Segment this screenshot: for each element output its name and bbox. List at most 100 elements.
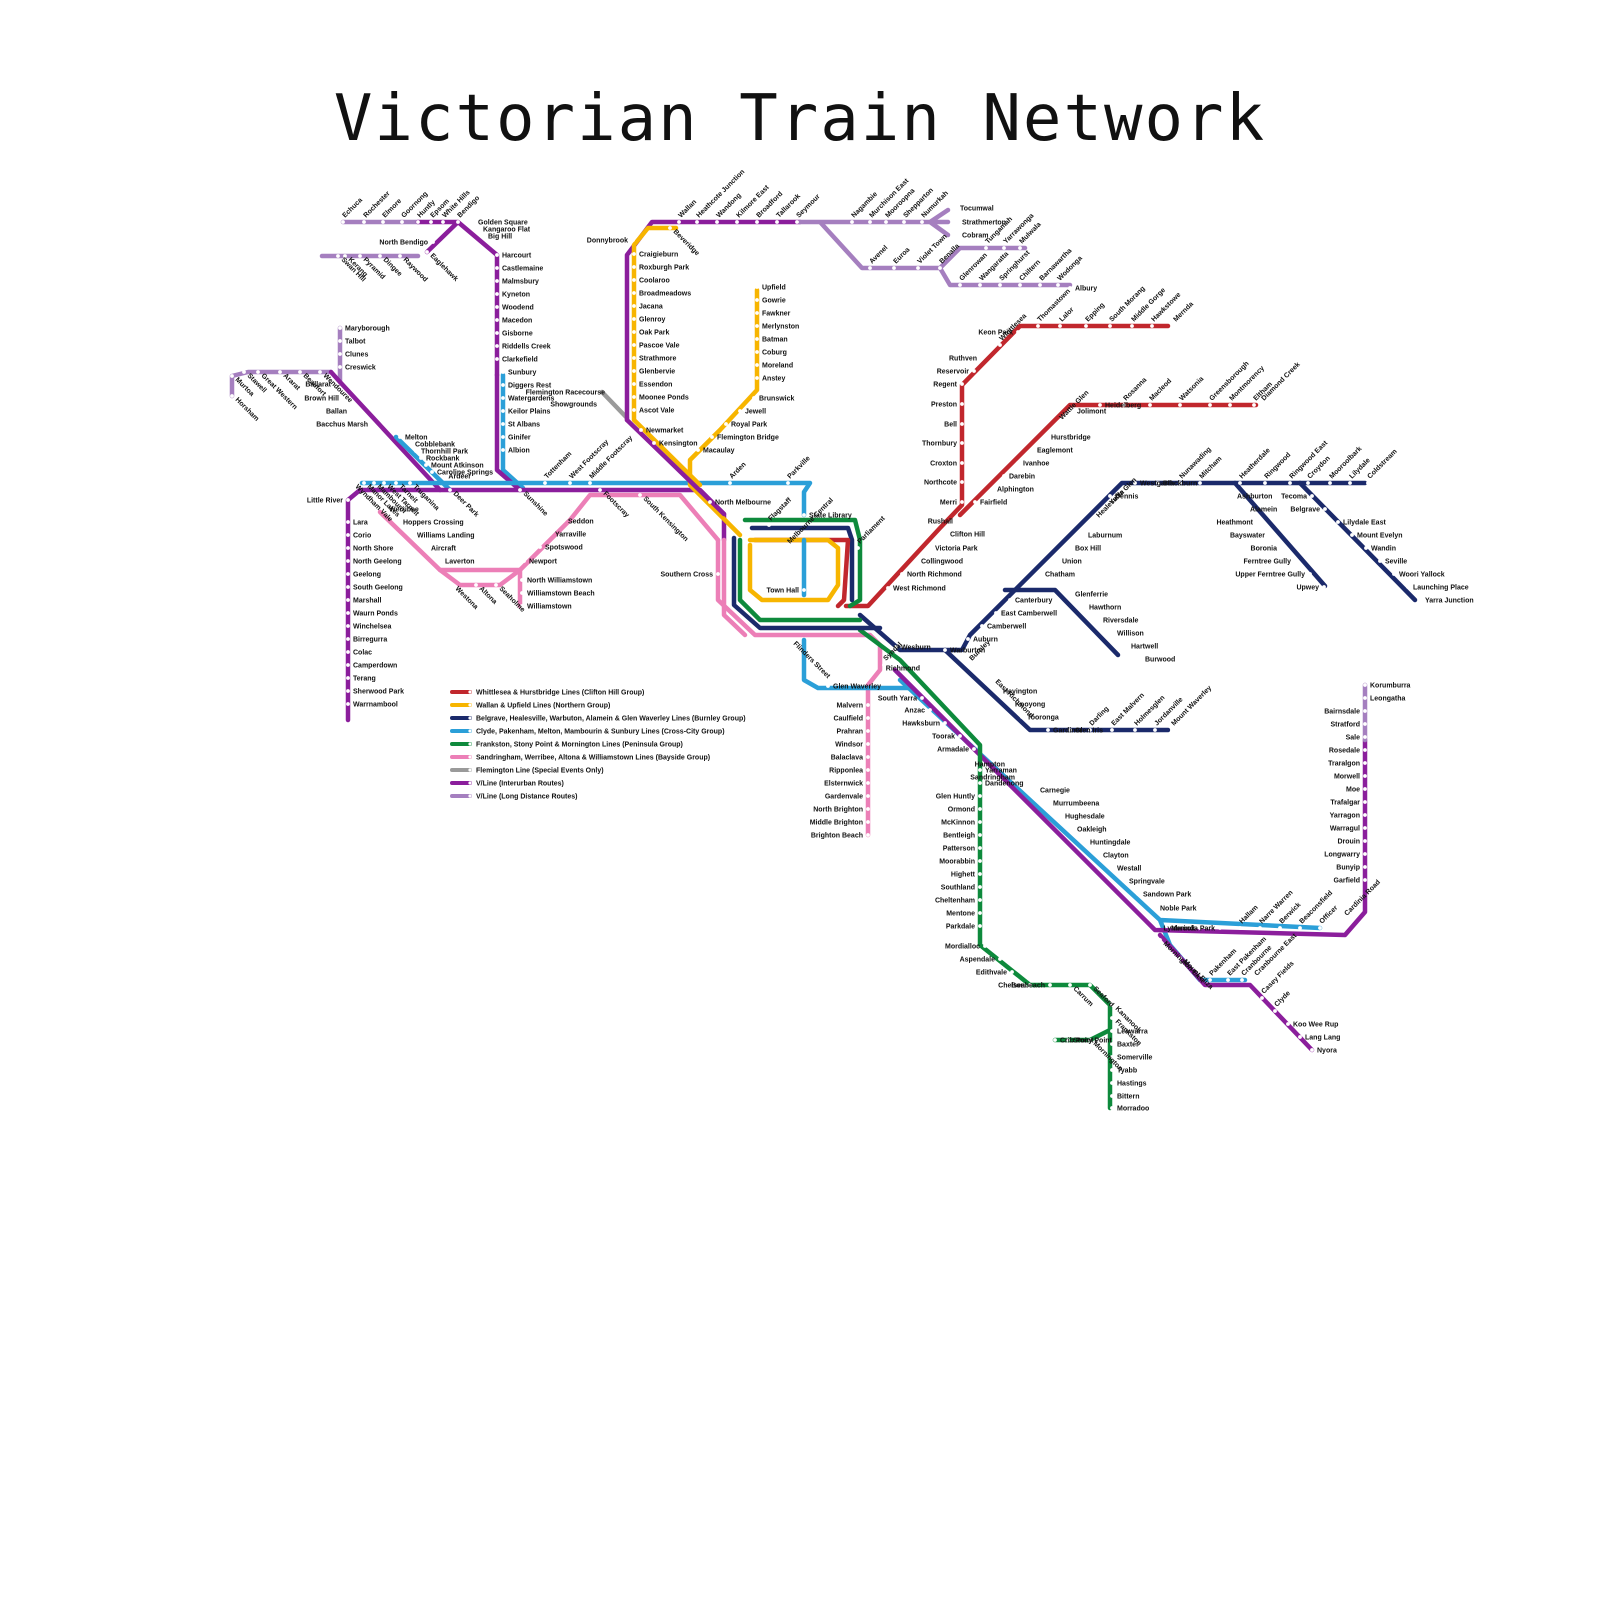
station-marker-north-geelong[interactable] [346,559,350,563]
station-marker-jacana[interactable] [632,304,636,308]
station-marker-rockbank[interactable] [419,456,423,460]
station-marker-barnawartha[interactable] [1038,283,1042,287]
station-marker-watsonia[interactable] [1178,403,1182,407]
station-marker-coldstream[interactable] [1366,481,1370,485]
station-marker-prahran[interactable] [866,729,870,733]
station-marker-brown-hill[interactable] [342,396,346,400]
station-marker-trafalgar[interactable] [1363,800,1367,804]
station-marker-middle-brighton[interactable] [866,820,870,824]
station-marker-werribee[interactable] [382,507,386,511]
station-marker-showgrounds[interactable] [600,402,604,406]
station-marker-raywood[interactable] [398,254,402,258]
station-marker-croxton[interactable] [960,461,964,465]
station-marker-southern-cross[interactable] [716,572,720,576]
station-marker-aircraft[interactable] [424,546,428,550]
station-marker-murrumbeena[interactable] [1046,801,1050,805]
station-marker-birregurra[interactable] [346,637,350,641]
station-marker-bittern[interactable] [1110,1094,1114,1098]
station-marker-glenroy[interactable] [632,317,636,321]
station-marker-noble-park[interactable] [1153,906,1157,910]
station-marker-marshall[interactable] [346,598,350,602]
station-marker-north-brighton[interactable] [866,807,870,811]
station-marker-oak-park[interactable] [632,330,636,334]
station-marker-ashburton[interactable] [1230,494,1234,498]
station-marker-gisborne[interactable] [495,331,499,335]
station-marker-morwell[interactable] [1363,774,1367,778]
station-marker-windsor[interactable] [866,742,870,746]
station-marker-canterbury[interactable] [1008,598,1012,602]
station-marker-keon-park[interactable] [1016,330,1020,334]
station-marker-south-morang[interactable] [1108,324,1112,328]
station-marker-wendouree[interactable] [318,370,322,374]
station-marker-kangaroo-flat[interactable] [476,227,480,231]
station-marker-pyramid[interactable] [358,254,362,258]
station-marker-sunbury[interactable] [501,370,505,374]
station-marker-moonee-ponds[interactable] [632,395,636,399]
station-marker-nyora[interactable] [1310,1048,1314,1052]
station-marker-wangaratta[interactable] [978,283,982,287]
station-marker-mount-atkinson[interactable] [424,463,428,467]
station-marker-castlemaine[interactable] [495,266,499,270]
station-marker-bacchus-marsh[interactable] [371,422,375,426]
station-marker-essendon[interactable] [632,382,636,386]
station-marker-horsham[interactable] [230,394,234,398]
station-marker-frankston[interactable] [1110,1016,1114,1020]
station-marker-dennis[interactable] [1108,494,1112,498]
station-marker-leawarra[interactable] [1110,1029,1114,1033]
station-marker-patterson[interactable] [978,846,982,850]
station-marker-kananook[interactable] [1110,1003,1114,1007]
station-marker-gowrie[interactable] [755,298,759,302]
station-marker-tallarook[interactable] [775,220,779,224]
station-marker-mount-waverley[interactable] [1170,728,1174,732]
station-marker-cranbourne-east[interactable] [1253,978,1257,982]
station-marker-east-pakenham[interactable] [1226,978,1230,982]
station-marker-lilydale-east[interactable] [1336,520,1340,524]
station-marker-glen-waverley[interactable] [826,684,830,688]
station-marker-stony-point[interactable] [1066,1038,1070,1042]
station-marker-strathmerton[interactable] [955,220,959,224]
station-marker-thornbury[interactable] [960,441,964,445]
station-marker-southland[interactable] [978,885,982,889]
station-marker-yarrawonga[interactable] [1002,246,1006,250]
station-marker-swan-hill[interactable] [336,254,340,258]
station-marker-echuca[interactable] [341,220,345,224]
station-marker-box-hill[interactable] [1068,546,1072,550]
station-marker-middle-footscray[interactable] [588,481,592,485]
station-marker-big-hill[interactable] [481,234,485,238]
station-marker-sunshine[interactable] [518,488,522,492]
station-marker-ferntree-gully[interactable] [1294,559,1298,563]
station-marker-sale[interactable] [1363,735,1367,739]
station-marker-mount-eliza[interactable] [1178,956,1182,960]
station-marker-terang[interactable] [346,676,350,680]
station-marker-springvale[interactable] [1122,879,1126,883]
station-marker-cobblebank[interactable] [408,442,412,446]
station-marker-ballarat[interactable] [334,382,338,386]
station-marker-chiltern[interactable] [1018,283,1022,287]
station-marker-elsternwick[interactable] [866,781,870,785]
station-marker-coburg[interactable] [755,350,759,354]
station-marker-bonbeach[interactable] [1048,983,1052,987]
station-marker-fawkner[interactable] [755,311,759,315]
station-marker-nunawading[interactable] [1178,481,1182,485]
station-marker-corio[interactable] [346,533,350,537]
station-marker-yarra-glen[interactable] [1108,507,1112,511]
station-marker-ruthven[interactable] [980,356,984,360]
station-marker-wallan[interactable] [677,220,681,224]
station-marker-somerville[interactable] [1110,1055,1114,1059]
station-marker-deer-park[interactable] [448,488,452,492]
station-marker-montmorency[interactable] [1228,403,1232,407]
station-marker-tungamah[interactable] [984,246,988,250]
station-marker-state-library[interactable] [802,513,806,517]
station-marker-seymour[interactable] [795,220,799,224]
station-marker-edithvale[interactable] [1010,970,1014,974]
station-marker-colac[interactable] [346,650,350,654]
station-marker-wandong[interactable] [715,220,719,224]
station-marker-greensborough[interactable] [1208,403,1212,407]
station-marker-thomastown[interactable] [1036,324,1040,328]
station-marker-murchison-east[interactable] [868,220,872,224]
station-marker-boronia[interactable] [1280,546,1284,550]
station-marker-tecoma[interactable] [1310,494,1314,498]
station-marker-mambourin[interactable] [372,481,376,485]
station-marker-watergardens[interactable] [501,396,505,400]
station-marker-pascoe-vale[interactable] [632,343,636,347]
